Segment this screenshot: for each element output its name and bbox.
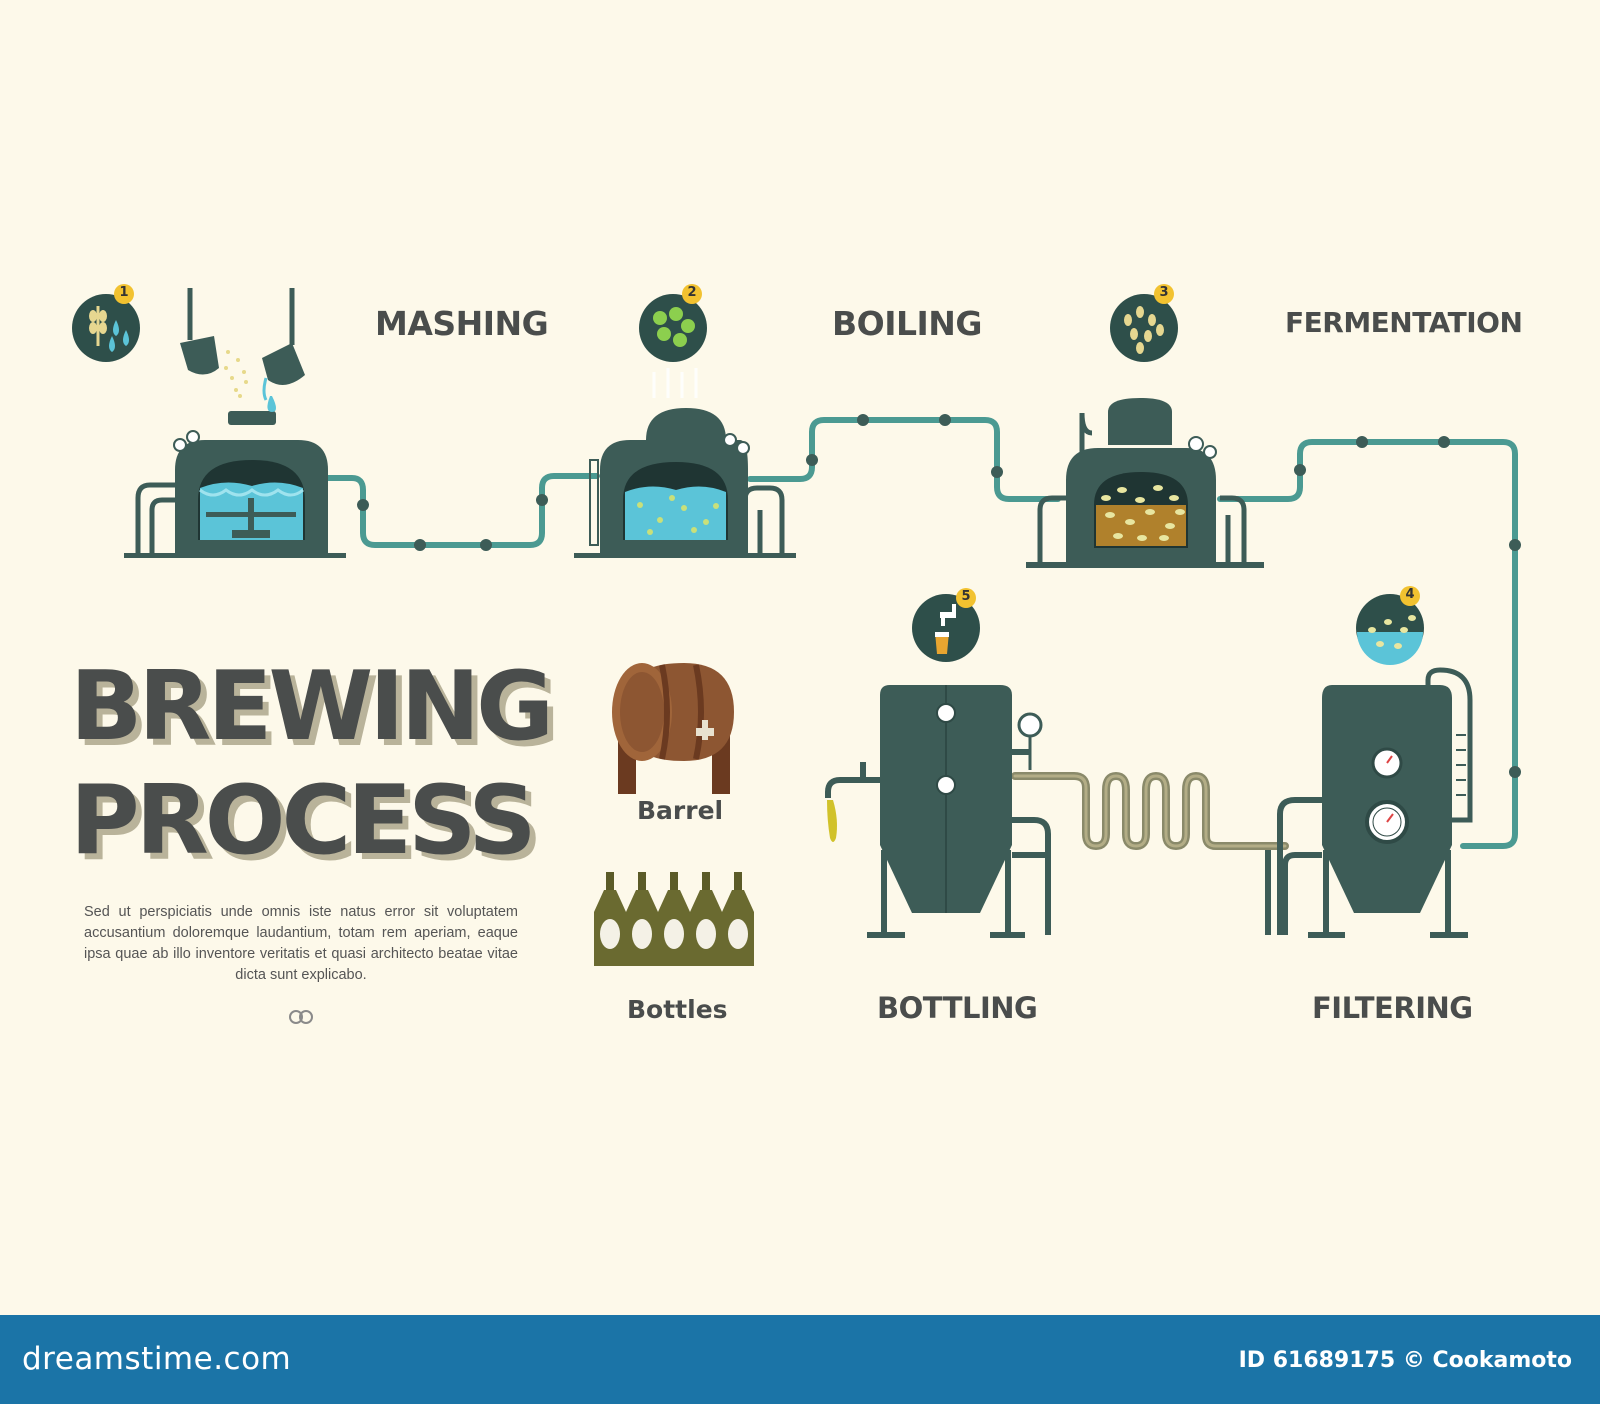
step-4-icon <box>1356 586 1424 665</box>
step-label-bottling: BOTTLING <box>877 991 1038 1025</box>
step-label-fermentation: FERMENTATION <box>1285 306 1523 339</box>
pipe-network <box>319 414 1521 850</box>
process-diagram <box>72 284 1521 1024</box>
title-line-2: PROCESS <box>70 766 537 876</box>
pipe-mashing-boiling <box>319 473 600 548</box>
fermentation-tank <box>1026 398 1264 568</box>
barrel-icon <box>612 663 734 794</box>
footer-image-id: ID 61689175 © Cookamoto <box>1238 1348 1572 1373</box>
step-4-number: 4 <box>1405 587 1415 602</box>
step-3-icon <box>1110 284 1178 362</box>
title-line-1: BREWING <box>70 652 554 762</box>
pipe-joints <box>357 414 1521 778</box>
bottling-tank <box>825 685 1051 938</box>
step-2-number: 2 <box>687 285 697 300</box>
pipe-boiling-fermentation <box>747 417 1061 502</box>
step-5-number: 5 <box>961 589 971 604</box>
bottles-icon <box>594 872 754 966</box>
boiling-tank <box>574 368 796 558</box>
step-label-mashing: MASHING <box>375 304 549 343</box>
steam <box>652 368 698 398</box>
step-label-filtering: FILTERING <box>1312 991 1473 1025</box>
bottles-label: Bottles <box>627 995 728 1024</box>
pipe-fermentation-filtering <box>1217 439 1518 849</box>
tap-handle <box>825 777 880 798</box>
footer-brand[interactable]: dreamstime.com <box>22 1341 292 1377</box>
barrel-label: Barrel <box>637 796 724 825</box>
step-1-number: 1 <box>119 285 129 300</box>
footer-bar: dreamstime.com ID 61689175 © Cookamoto <box>0 1315 1600 1404</box>
infographic: 1 2 3 4 5 MASHING BOILING FERMENTATION F… <box>70 284 1523 1025</box>
step-5-icon <box>912 588 980 662</box>
pipe-filtering-bottling <box>1011 772 1289 850</box>
mashing-tank <box>124 411 346 558</box>
filtering-tank <box>1265 667 1473 938</box>
grain-scoop-icon <box>180 288 305 412</box>
step-label-boiling: BOILING <box>832 304 983 343</box>
page-indicator-icon <box>289 1010 313 1024</box>
step-1-icon <box>72 284 140 362</box>
description-text: Sed ut perspiciatis unde omnis iste natu… <box>84 904 518 983</box>
step-2-icon <box>639 284 707 362</box>
step-3-number: 3 <box>1159 285 1169 300</box>
